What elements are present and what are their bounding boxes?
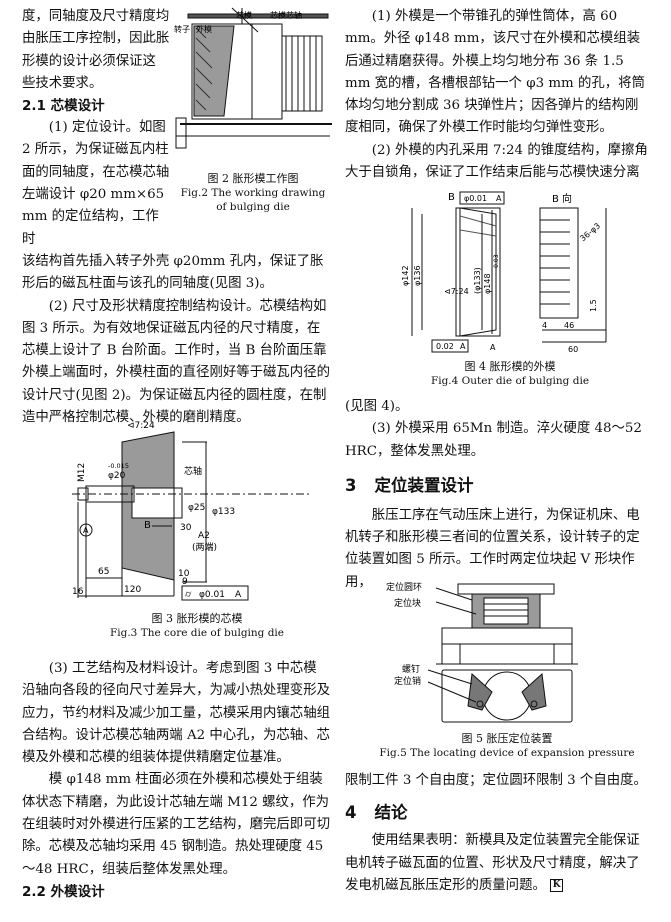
- end-mark: K: [550, 878, 564, 892]
- fig4-B-view: B 向: [552, 192, 572, 205]
- p3: (3) 工艺结构及材料设计。考虑到图 3 中芯模沿轴向各段的径向尺寸差异大，为减…: [22, 661, 330, 766]
- fig3-A2: A2: [198, 531, 210, 541]
- figure-5: 定位圆环 定位块 螺钉 定位销 图 5 胀压定位装置 Fig.5 The loc…: [372, 578, 642, 764]
- fig5-ring-label: 定位圆环: [386, 581, 422, 593]
- fig3-caption-cn: 图 3 胀形模的芯模: [151, 612, 243, 625]
- r-p2-cont: (见图 4)。: [345, 399, 409, 414]
- intro-narrow: 度，同轴度及尺寸精度均 由胀压工序控制，因此胀 形模的设计必须保证这 些技术要求…: [22, 6, 170, 251]
- fig4-flat-tol: 0.02: [436, 342, 454, 351]
- r-p1: (1) 外模是一个带锥孔的弹性筒体，高 60 mm。外径 φ148 mm，该尺寸…: [345, 9, 645, 136]
- fig2-outer-label: 外模: [196, 24, 212, 34]
- figure-4: B φ0.01 A B 向 φ142 φ136 (φ133) φ148 -0.0…: [392, 190, 628, 390]
- r-p6-text: 使用结果表明：新模具及定位装置完全能保证电机转子磁瓦面的位置、形状及尺寸精度，解…: [345, 833, 640, 893]
- right-column: (1) 外模是一个带锥孔的弹性筒体，高 60 mm。外径 φ148 mm，该尺寸…: [345, 6, 651, 184]
- fig5-caption-en: Fig.5 The locating device of expansion p…: [379, 747, 635, 759]
- fig3-m12: M12: [77, 463, 87, 482]
- fig3-tol: -0.015: [108, 462, 129, 470]
- fig2-caption-cn: 图 2 胀形模工作图: [207, 172, 299, 185]
- p2: (2) 尺寸及形状精度控制结构设计。芯模结构如图 3 所示。为有效地保证磁瓦内径…: [22, 298, 330, 426]
- fig2-core-label: 芯模: [236, 10, 252, 20]
- fig3-B: B: [144, 520, 151, 531]
- fig4-d133: (φ133): [473, 267, 482, 294]
- fig3-flat: ⌭: [185, 590, 192, 600]
- fig4-d148: φ148: [483, 273, 492, 294]
- fig2-rotor-label: 转子: [174, 24, 190, 34]
- fig3-ends: (两端): [192, 541, 217, 553]
- fig4-tol-ref: A: [496, 194, 502, 203]
- fig4-d148-tol: -0.03: [493, 254, 500, 270]
- left-column-lower: (3) 工艺结构及材料设计。考虑到图 3 中芯模沿轴向各段的径向尺寸差异大，为减…: [22, 658, 330, 903]
- section-3-heading: 3 定位装置设计: [345, 473, 651, 499]
- fig4-flat-ref: A: [460, 342, 466, 351]
- left-column: 度，同轴度及尺寸精度均 由胀压工序控制，因此胀 形模的设计必须保证这 些技术要求…: [22, 6, 330, 429]
- r-p6: 使用结果表明：新模具及定位装置完全能保证电机转子磁瓦面的位置、形状及尺寸精度，解…: [345, 830, 651, 897]
- fig3-n65: 65: [98, 567, 109, 577]
- fig3-n30: 30: [180, 523, 192, 533]
- intro-line: 由胀压工序控制，因此胀: [22, 31, 170, 47]
- fig4-A-mark: A: [490, 343, 496, 352]
- fig5-drawing: 定位圆环 定位块 螺钉 定位销: [386, 581, 578, 723]
- fig4-d136: φ136: [413, 265, 422, 286]
- fig4-taper: ⊲7:24: [444, 287, 469, 296]
- fig3-A-circle: A: [83, 526, 89, 535]
- fig4-n60: 60: [568, 345, 578, 354]
- fig5-block-label: 定位块: [394, 597, 421, 609]
- fig2-caption-en: of bulging die: [216, 201, 290, 213]
- p1-line: 2 所示，为保证磁瓦内柱: [22, 142, 169, 158]
- p1-line: mm 的定位结构，工作时: [22, 209, 159, 247]
- fig3-n120: 120: [124, 585, 141, 595]
- intro-line: 些技术要求。: [22, 75, 103, 91]
- fig5-caption-cn: 图 5 胀压定位装置: [461, 732, 553, 745]
- r-p4: 胀压工序在气动压床上进行，为保证机床、电机转子和胀形模三者间的位置关系，设计转子…: [345, 507, 640, 590]
- fig5-screw-label: 螺钉: [402, 664, 420, 675]
- r-p2: (2) 外模的内孔采用 7:24 的锥度结构，摩擦角大于自锁角，保证了工作结束后…: [345, 142, 648, 181]
- fig4-d142: φ142: [401, 265, 410, 286]
- fig2-drawing: 芯模 芯模芯轴 转子 外模: [174, 7, 332, 149]
- fig5-pin-label: 定位销: [394, 675, 421, 687]
- section-3-title: 定位装置设计: [374, 475, 474, 495]
- fig4-n46: 46: [564, 321, 574, 330]
- fig3-taper: ⊲7:24: [127, 421, 155, 431]
- p1-rest: 该结构首先插入转子外壳 φ20mm 孔内，保证了胀形后的磁瓦柱面与该孔的同轴度(…: [22, 253, 324, 292]
- fig4-B-arrow: B: [448, 192, 455, 203]
- section-3-number: 3: [345, 475, 357, 495]
- fig3-d20: φ20: [108, 471, 126, 481]
- fig3-flat-tol: φ0.01: [199, 590, 225, 600]
- fig3-flat-ref: A: [235, 590, 242, 600]
- fig3-d25: φ25: [188, 503, 205, 513]
- section-4-heading: 4 结论: [345, 800, 651, 826]
- right-column-mid: (见图 4)。 (3) 外模采用 65Mn 制造。淬火硬度 48～52 HRC，…: [345, 396, 651, 594]
- fig3-shaft: 芯轴: [184, 465, 202, 477]
- fig3-n16: 16: [72, 587, 84, 597]
- section-2-1-heading: 2.1 芯模设计: [22, 98, 105, 115]
- fig4-n15: 1.5: [589, 299, 598, 312]
- fig3-drawing: ⊲7:24 M12 φ20 -0.015 芯轴 φ25 φ133 B 30 A2…: [72, 421, 312, 601]
- p1-line: 面的同轴度，在芯模芯轴: [22, 164, 170, 180]
- p1-line: 左端设计 φ20 mm×65: [22, 187, 165, 203]
- section-4-number: 4: [345, 803, 357, 823]
- r-p5: 限制工件 3 个自由度；定位圆环限制 3 个自由度。: [345, 773, 647, 788]
- intro-line: 形模的设计必须保证这: [22, 53, 156, 69]
- fig2-shaft-label: 芯模芯轴: [270, 10, 302, 20]
- intro-line: 度，同轴度及尺寸精度均: [22, 9, 170, 24]
- figure-3: ⊲7:24 M12 φ20 -0.015 芯轴 φ25 φ133 B 30 A2…: [72, 418, 322, 646]
- fig4-drawing: B φ0.01 A B 向 φ142 φ136 (φ133) φ148 -0.0…: [401, 191, 607, 354]
- section-2-2-heading: 2.2 外模设计: [22, 883, 105, 900]
- fig4-n4: 4: [542, 321, 547, 330]
- fig3-n9: 9: [182, 577, 188, 587]
- fig3-n10: 10: [178, 569, 190, 579]
- r-p3: (3) 外模采用 65Mn 制造。淬火硬度 48～52 HRC，整体发黑处理。: [345, 421, 642, 459]
- fig3-d133: φ133: [212, 507, 235, 517]
- p4: 模 φ148 mm 柱面必须在外模和芯模处于组装体状态下精磨，为此设计芯轴左端 …: [22, 772, 330, 877]
- fig4-tol: φ0.01: [464, 194, 487, 203]
- figure-2: 芯模 芯模芯轴 转子 外模 图 2 胀形模工作图 Fig.2 The worki…: [172, 6, 334, 226]
- fig4-caption-cn: 图 4 胀形模的外模: [464, 360, 556, 373]
- right-column-lower: 限制工件 3 个自由度；定位圆环限制 3 个自由度。 4 结论 使用结果表明：新模…: [345, 770, 651, 897]
- fig4-caption-en: Fig.4 Outer die of bulging die: [430, 375, 590, 387]
- fig3-caption-en: Fig.3 The core die of bulging die: [109, 627, 285, 639]
- p1-line: (1) 定位设计。如图: [48, 120, 166, 136]
- fig4-n36: 36-φ3: [578, 221, 602, 243]
- section-4-title: 结论: [374, 803, 408, 823]
- fig2-caption-en: Fig.2 The working drawing: [180, 187, 326, 199]
